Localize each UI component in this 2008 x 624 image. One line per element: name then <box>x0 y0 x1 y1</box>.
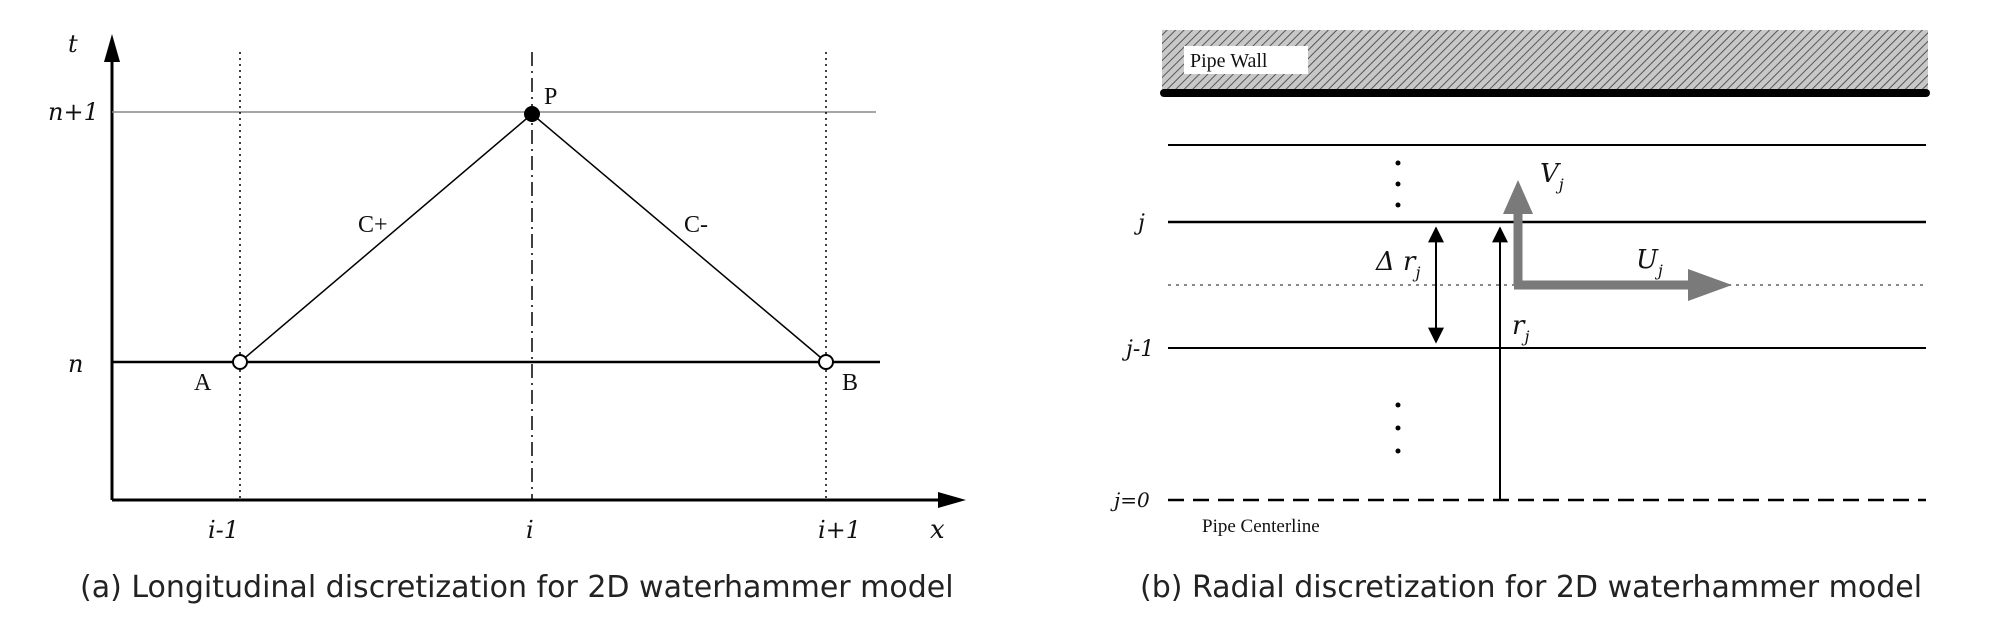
tick-label-i: i <box>526 516 534 544</box>
axis-x-label: x <box>930 515 945 545</box>
pipe-wall-label-box <box>1184 46 1308 74</box>
t-axis-arrowhead <box>104 34 120 62</box>
ellipsis-lower <box>1395 402 1401 454</box>
label-j: j <box>1133 211 1145 236</box>
velocity-u-arrowhead <box>1688 269 1732 301</box>
ellipsis-upper <box>1395 160 1401 208</box>
radius-label: rj <box>1512 311 1529 346</box>
velocity-u-label: Uj <box>1636 245 1663 280</box>
panel-a-longitudinal: t x n+1 n i-1 i i+1 P A B C+ C- (a) Long… <box>48 30 966 605</box>
axis-t-label: t <box>68 30 78 58</box>
pipe-centerline-label: Pipe Centerline <box>1202 516 1320 537</box>
velocity-v-label: Vj <box>1540 159 1564 194</box>
node-a <box>232 354 248 370</box>
velocity-v-arrowhead <box>1503 180 1533 214</box>
level-n-label: n <box>68 350 83 378</box>
point-a-label: A <box>194 370 212 396</box>
tick-label-im1: i-1 <box>208 516 239 544</box>
point-p-label: P <box>544 84 557 110</box>
caption-b: (b) Radial discretization for 2D waterha… <box>1140 570 1922 605</box>
tick-label-ip1: i+1 <box>818 516 861 544</box>
level-n1-label: n+1 <box>48 98 99 126</box>
characteristic-c-minus-label: C- <box>684 212 708 238</box>
point-b-label: B <box>842 370 858 396</box>
characteristic-c-plus <box>239 113 533 363</box>
x-axis-arrowhead <box>938 492 966 508</box>
node-b <box>818 354 834 370</box>
node-p <box>524 106 540 122</box>
pipe-wall-label: Pipe Wall <box>1190 50 1268 72</box>
label-jm1: j-1 <box>1121 337 1154 362</box>
characteristic-c-minus <box>531 113 827 363</box>
panel-b-radial: Pipe Wall j j-1 j=0 Pipe Center <box>1110 30 1930 605</box>
characteristic-c-plus-label: C+ <box>358 212 388 238</box>
caption-a: (a) Longitudinal discretization for 2D w… <box>80 570 954 605</box>
delta-r-label: Δ rj <box>1375 247 1420 282</box>
label-j0: j=0 <box>1110 488 1150 512</box>
